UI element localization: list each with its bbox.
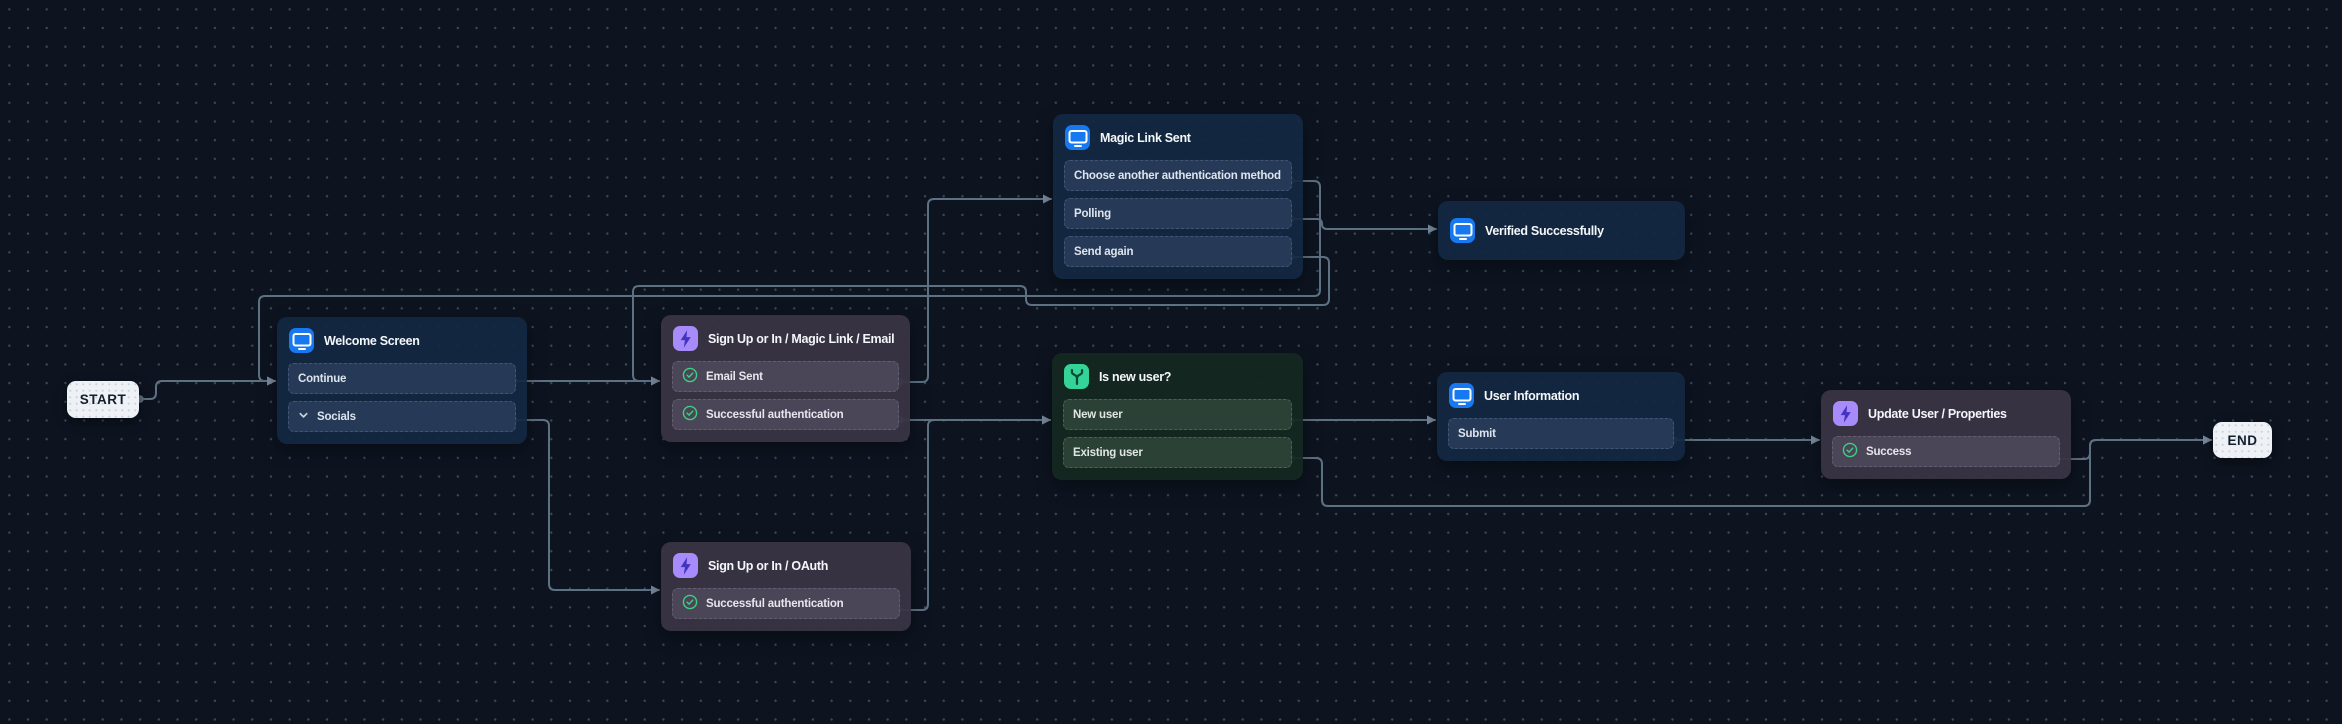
start-node[interactable]: START [67,381,139,418]
node-update-user-properties[interactable]: Update User / Properties Success [1821,390,2071,479]
node-user-information[interactable]: User Information Submit [1437,372,1685,461]
node-header: Magic Link Sent [1053,114,1303,160]
row-submit[interactable]: Submit [1448,418,1674,449]
edge-email-sent-to-magic-link-sent [896,194,1052,386]
node-welcome-screen[interactable]: Welcome Screen Continue Socials [277,317,527,444]
node-title: Sign Up or In / OAuth [708,558,829,573]
edge-polling-to-verified [1287,215,1437,234]
row-successful-authentication[interactable]: Successful authentication [672,588,900,619]
node-verified-successfully[interactable]: Verified Successfully [1438,201,1685,260]
node-magic-link-sent[interactable]: Magic Link Sent Choose another authentic… [1053,114,1303,279]
node-sign-up-magic-link-email[interactable]: Sign Up or In / Magic Link / Email Email… [661,315,910,442]
screen-icon [1065,125,1090,150]
check-circle-icon [682,405,698,424]
row-email-sent[interactable]: Email Sent [672,361,899,392]
branch-icon [1064,364,1089,389]
screen-icon [1450,218,1475,243]
node-title: Sign Up or In / Magic Link / Email [708,331,895,346]
bolt-icon [673,553,698,578]
node-header: Sign Up or In / Magic Link / Email [661,315,910,361]
node-header: Verified Successfully [1438,201,1685,260]
node-header: Welcome Screen [277,317,527,363]
row-existing-user[interactable]: Existing user [1063,437,1292,468]
node-title: Is new user? [1099,369,1172,384]
node-title: Welcome Screen [324,333,420,348]
row-polling[interactable]: Polling [1064,198,1292,229]
node-title: Magic Link Sent [1100,130,1191,145]
node-title: Update User / Properties [1868,406,2007,421]
row-continue[interactable]: Continue [288,363,516,394]
check-circle-icon [682,594,698,613]
node-sign-up-oauth[interactable]: Sign Up or In / OAuth Successful authent… [661,542,911,631]
row-successful-authentication[interactable]: Successful authentication [672,399,899,430]
end-label: END [2227,432,2258,448]
node-header: Sign Up or In / OAuth [661,542,911,588]
node-is-new-user[interactable]: Is new user? New user Existing user [1052,353,1303,480]
node-title: User Information [1484,388,1580,403]
bolt-icon [673,326,698,351]
node-title: Verified Successfully [1485,223,1604,238]
row-success[interactable]: Success [1832,436,2060,467]
edge-existing-user-to-end [1287,435,2212,507]
edge-socials-to-oauth [510,416,660,595]
row-socials[interactable]: Socials [288,401,516,432]
edge-start-to-welcome [136,376,276,403]
screen-icon [289,328,314,353]
node-header: Is new user? [1052,353,1303,399]
bolt-icon [1833,401,1858,426]
row-new-user[interactable]: New user [1063,399,1292,430]
end-node[interactable]: END [2213,422,2272,458]
chevron-down-icon [298,410,309,424]
edge-oauth-auth-to-is-new-user [894,415,1051,614]
check-circle-icon [682,367,698,386]
node-header: Update User / Properties [1821,390,2071,436]
edge-success-to-end [2053,435,2212,463]
row-choose-another-authentication-method[interactable]: Choose another authentication method [1064,160,1292,191]
row-send-again[interactable]: Send again [1064,236,1292,267]
screen-icon [1449,383,1474,408]
start-label: START [79,392,127,407]
check-circle-icon [1842,442,1858,461]
node-header: User Information [1437,372,1685,418]
